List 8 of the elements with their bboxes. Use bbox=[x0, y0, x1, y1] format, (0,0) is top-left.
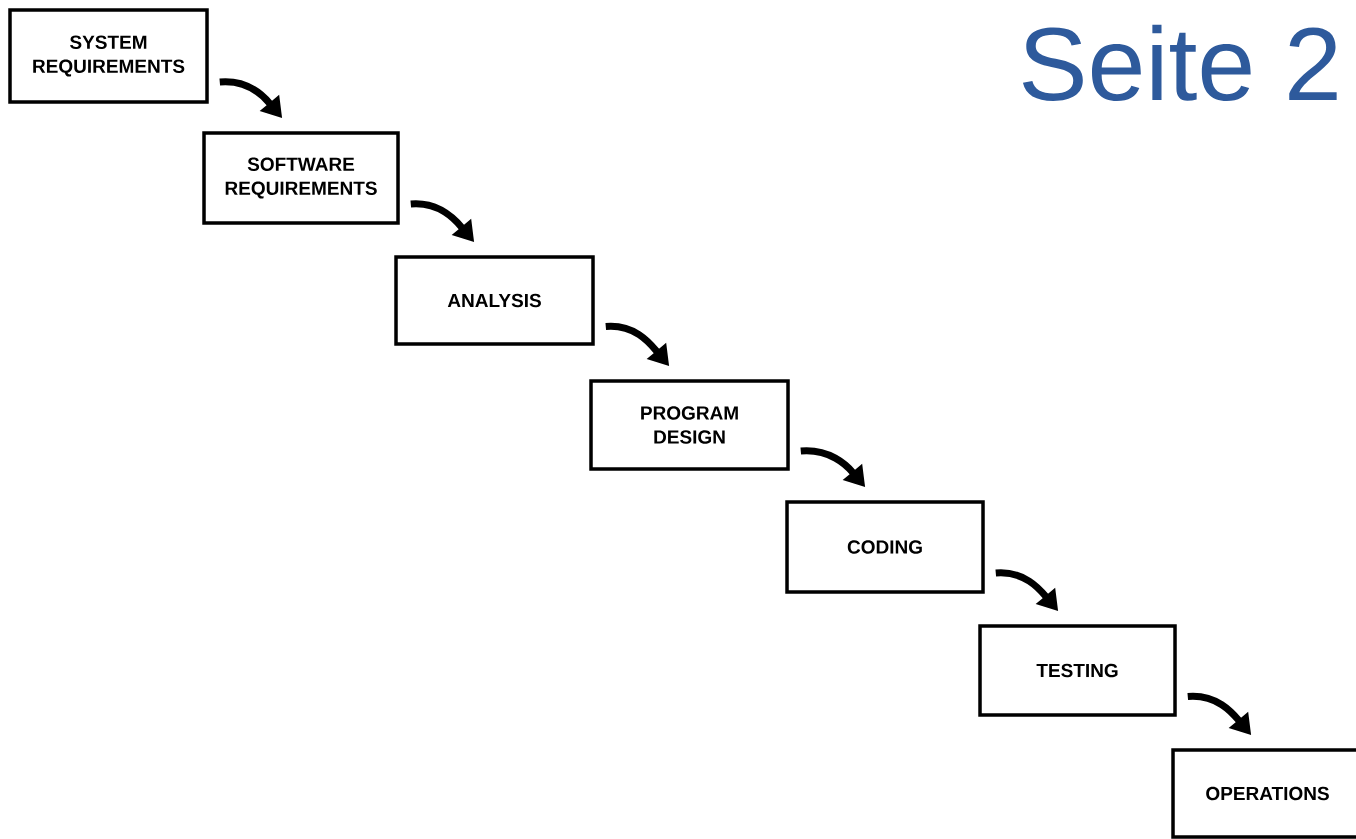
process-box: OPERATIONS bbox=[1171, 748, 1356, 839]
process-box: SOFTWARE REQUIREMENTS bbox=[202, 131, 400, 225]
process-box: TESTING bbox=[978, 624, 1177, 717]
process-box: SYSTEM REQUIREMENTS bbox=[8, 8, 209, 104]
process-box: ANALYSIS bbox=[394, 255, 595, 346]
process-box: CODING bbox=[785, 500, 985, 594]
process-box: PROGRAM DESIGN bbox=[589, 379, 790, 471]
page-title: Seite 2 bbox=[1022, 24, 1337, 101]
